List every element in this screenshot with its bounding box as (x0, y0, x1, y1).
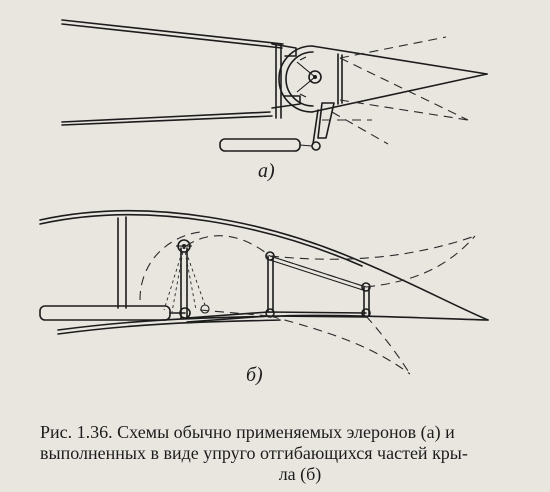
scheme-b (39, 209, 489, 375)
rear-spar (275, 43, 282, 119)
lever-swing-4 (183, 245, 207, 309)
trailing-edge-up (269, 235, 476, 260)
push-rod-end (299, 144, 313, 147)
trailing-edge-up-2 (365, 235, 476, 288)
upper-curve-deflection (185, 235, 271, 257)
lever-alt-joint (200, 304, 210, 314)
trailing-edge-down (269, 315, 411, 375)
aileron-up-deflection-2 (339, 99, 469, 121)
caption-line-3: ла (б) (278, 464, 322, 484)
lever-swing-1 (163, 245, 185, 311)
wing-lower-skin-inner (61, 115, 273, 126)
lever-swing-3 (183, 245, 197, 311)
wing-upper-skin-inner (61, 23, 283, 49)
wing-lower-skin-b-inner (57, 319, 281, 335)
rod-joint-b (179, 307, 191, 319)
aileron-nose (278, 45, 313, 113)
horn-deflection (331, 111, 389, 145)
aileron-nose-inner (285, 51, 314, 107)
rib-joint-bottom (265, 308, 275, 318)
wing-upper-skin-b (39, 209, 489, 321)
control-horn (317, 102, 335, 139)
diagonal-rib (267, 255, 274, 313)
hinge-point (308, 70, 322, 84)
label-scheme-a: а) (258, 160, 275, 182)
label-scheme-b: б) (246, 364, 263, 386)
figure-caption: Рис. 1.36. Схемы обычно применяемых элер… (40, 422, 520, 485)
rear-rib-joint-bottom (361, 308, 371, 318)
rod-joint (311, 141, 321, 151)
lever-swing-2 (171, 245, 185, 313)
lever-arc (139, 231, 201, 301)
hinge-bracket-2 (299, 56, 307, 98)
aileron-down-deflection (339, 36, 447, 59)
main-spar (117, 216, 127, 309)
link-deflection (269, 255, 367, 288)
caption-line-2: выполненных в виде упруго отгибающихся ч… (40, 443, 468, 463)
wing-lower-skin (61, 111, 271, 123)
push-rod-b (39, 305, 171, 321)
wing-upper-skin (61, 19, 284, 45)
aileron-up-deflection (339, 57, 469, 121)
scheme-a (61, 19, 488, 152)
horn-arm (312, 109, 319, 145)
wing-lower-skin-b (57, 314, 489, 331)
link-deflection-2 (199, 309, 271, 317)
push-rod (219, 138, 301, 152)
caption-line-1: Рис. 1.36. Схемы обычно применяемых элер… (40, 422, 455, 442)
wing-upper-skin-b-inner (39, 213, 363, 267)
spar-flange (271, 43, 297, 57)
hinge-bracket (296, 61, 316, 93)
aileron-lower (311, 73, 488, 113)
aileron-upper (311, 45, 488, 75)
trailing-edge-down-2 (365, 315, 411, 375)
